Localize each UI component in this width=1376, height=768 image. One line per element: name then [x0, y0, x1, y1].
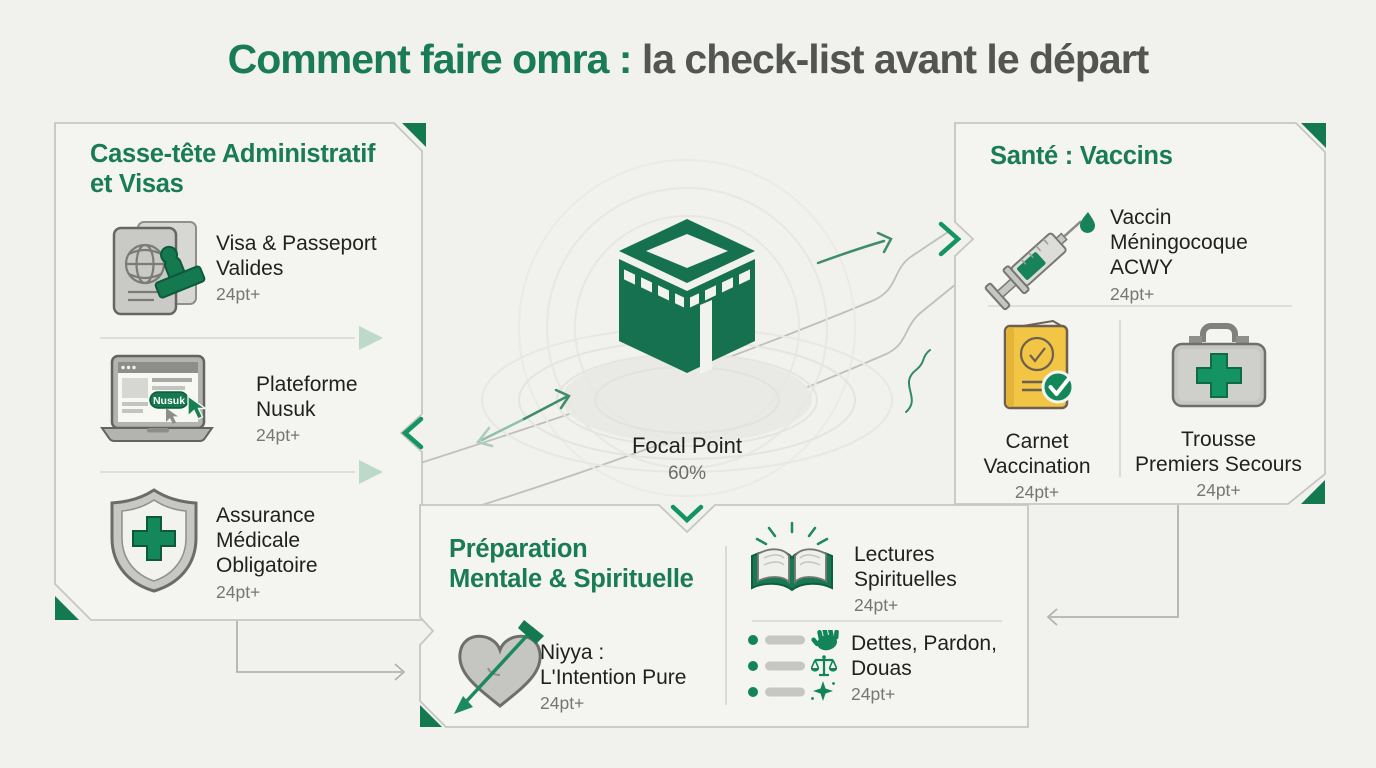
flow-arrows	[475, 231, 931, 448]
item-visa-passeport: Visa & Passeport Valides 24pt+	[216, 231, 396, 305]
item-size: 24pt+	[1014, 482, 1060, 503]
item-niyya: Niyya : L'Intention Pure 24pt+	[540, 640, 720, 714]
item-dettes-pardon: Dettes, Pardon, Douas 24pt+	[851, 631, 1041, 705]
connector-lines	[236, 505, 1179, 681]
checklist-icon	[746, 630, 846, 702]
chevron-down-icon	[670, 504, 704, 524]
item-label: Dettes, Pardon, Douas	[851, 632, 997, 681]
item-label: Trousse Premiers Secours	[1135, 428, 1302, 477]
hand-icon	[811, 630, 839, 651]
medical-shield-icon	[102, 486, 206, 596]
sparkle-icon	[811, 681, 835, 701]
focal-caption: Focal Point 60%	[587, 433, 787, 485]
item-label: Lectures Spirituelles	[854, 543, 957, 592]
item-label: Vaccin Méningocoque ACWY	[1110, 206, 1248, 280]
item-size: 24pt+	[216, 284, 261, 305]
separator-arrowheads	[359, 326, 383, 484]
focal-value: 60%	[667, 463, 707, 484]
scales-icon	[810, 655, 838, 677]
nusuk-button-label: Nusuk	[153, 395, 185, 407]
item-lectures: Lectures Spirituelles 24pt+	[854, 542, 1004, 616]
notch-chevrons	[401, 221, 962, 524]
page-title-rest: la check-list avant le départ	[631, 36, 1150, 82]
item-size: 24pt+	[216, 581, 261, 602]
open-book-icon	[744, 518, 840, 614]
item-size: 24pt+	[1196, 480, 1241, 501]
chevron-left-icon	[401, 416, 424, 450]
item-size: 24pt+	[1110, 283, 1155, 304]
item-size: 24pt+	[851, 684, 896, 705]
item-label: Plateforme Nusuk	[256, 373, 358, 422]
panel-admin-heading: Casse-tête Administratif et Visas	[90, 140, 376, 198]
syringe-icon	[976, 196, 1108, 314]
heart-arrow-icon	[448, 616, 552, 716]
laptop-nusuk-icon: Nusuk	[92, 350, 222, 462]
item-assurance-medicale: Assurance Médicale Obligatoire 24pt+	[216, 503, 396, 603]
item-label: Niyya : L'Intention Pure	[540, 641, 687, 690]
droplet-icon	[1080, 212, 1095, 233]
vaccination-booklet-icon	[991, 316, 1083, 418]
item-label: Carnet Vaccination	[983, 430, 1091, 479]
item-size: 24pt+	[256, 425, 301, 446]
item-size: 24pt+	[854, 595, 899, 616]
item-label: Assurance Médicale Obligatoire	[216, 504, 318, 578]
corner-triangles	[55, 123, 1326, 727]
page-title: Comment faire omra : la check-list avant…	[0, 36, 1376, 83]
focal-label: Focal Point	[631, 433, 743, 458]
first-aid-kit-icon	[1167, 320, 1271, 416]
panel-spirituel-heading: Préparation Mentale & Spirituelle	[449, 535, 694, 593]
item-plateforme-nusuk: Plateforme Nusuk 24pt+	[256, 372, 406, 446]
item-size: 24pt+	[540, 693, 585, 714]
item-label: Visa & Passeport Valides	[216, 232, 377, 281]
panel-sante-heading: Santé : Vaccins	[990, 142, 1173, 170]
panel-separators	[100, 305, 1292, 705]
item-trousse-secours: Trousse Premiers Secours 24pt+	[1126, 320, 1311, 501]
panel-spirituel-shape	[419, 504, 1029, 728]
chevron-right-icon	[938, 221, 962, 257]
kaaba-icon	[619, 219, 755, 374]
page-title-highlight: Comment faire omra :	[227, 36, 633, 82]
passport-stamp-icon	[98, 218, 206, 318]
item-carnet-vaccination: Carnet Vaccination 24pt+	[958, 316, 1116, 503]
item-vaccin-acwy: Vaccin Méningocoque ACWY 24pt+	[1110, 205, 1290, 305]
